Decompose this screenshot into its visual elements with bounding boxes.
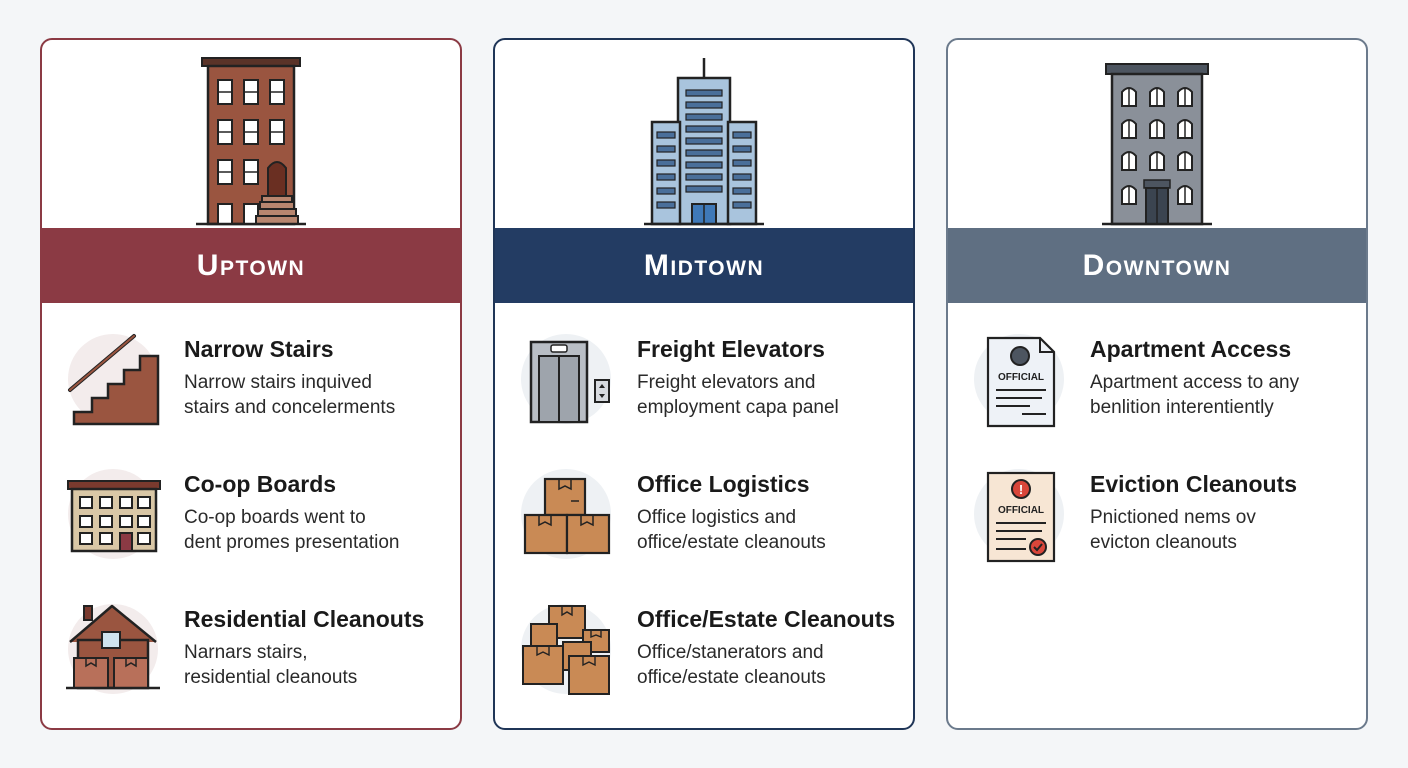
desc-line: benlition interentiently [1090, 397, 1274, 418]
item-description: Narnars stairs, residential cleanouts [184, 640, 454, 690]
apartment-building-icon [64, 467, 164, 567]
item-title: Narrow Stairs [184, 336, 334, 362]
official-label: OFFICIAL [998, 372, 1044, 383]
desc-line: Narrow stairs inquived [184, 372, 372, 393]
item-description: Office/stanerators and office/estate cle… [637, 640, 907, 690]
uptown-card: Uptown Narrow Stairs Narrow stairs inqui… [40, 38, 462, 730]
midtown-card: Midtown Freight Elevators Freight elevat… [493, 38, 915, 730]
desc-line: employment capa panel [637, 397, 839, 418]
item-title: Office/Estate Cleanouts [637, 606, 896, 632]
desc-line: Apartment access to any [1090, 372, 1300, 393]
uptown-title: Uptown [196, 248, 306, 282]
list-item: OFFICIAL Apartment Access Apartment acce… [948, 332, 1366, 442]
item-description: Co-op boards went to dent promes present… [184, 505, 454, 555]
desc-line: Office logistics and [637, 507, 797, 528]
freight-elevator-icon [517, 332, 617, 432]
item-title: Co-op Boards [184, 471, 337, 497]
midtown-building [495, 40, 913, 228]
item-description: Pnictioned nems ov evicton cleanouts [1090, 505, 1360, 555]
item-title: Freight Elevators [637, 336, 825, 362]
item-description: Apartment access to any benlition intere… [1090, 370, 1360, 420]
item-title: Apartment Access [1090, 336, 1292, 362]
uptown-banner: Uptown [42, 228, 460, 303]
stairs-icon [64, 332, 164, 432]
midtown-banner: Midtown [495, 228, 913, 303]
official-label: OFFICIAL [998, 505, 1044, 516]
desc-line: Pnictioned nems ov [1090, 507, 1256, 528]
midtown-title: Midtown [643, 248, 765, 282]
downtown-card: Downtown OFFICIAL Apartment Access Apart… [946, 38, 1368, 730]
skyscraper-icon [644, 58, 764, 226]
desc-line: office/estate cleanouts [637, 532, 826, 553]
desc-line: Freight elevators and [637, 372, 816, 393]
desc-line: Co-op boards went to [184, 507, 366, 528]
list-item: Office Logistics Office logistics and of… [495, 467, 913, 577]
list-item: Freight Elevators Freight elevators and … [495, 332, 913, 442]
item-title: Eviction Cleanouts [1090, 471, 1298, 497]
box-pile-icon [517, 602, 617, 702]
list-item: Co-op Boards Co-op boards went to dent p… [42, 467, 460, 577]
downtown-banner: Downtown [948, 228, 1366, 303]
official-document-icon: OFFICIAL [970, 332, 1070, 432]
desc-line: stairs and concelerments [184, 397, 396, 418]
gray-building-icon [1102, 63, 1212, 226]
stacked-boxes-icon [517, 467, 617, 567]
item-title: Office Logistics [637, 471, 810, 497]
list-item: ! OFFICIAL Eviction Cleanouts Pnictioned… [948, 467, 1366, 577]
desc-line: Narnars stairs, [184, 642, 308, 663]
item-description: Narrow stairs inquived stairs and concel… [184, 370, 454, 420]
item-description: Office logistics and office/estate clean… [637, 505, 907, 555]
list-item: Narrow Stairs Narrow stairs inquived sta… [42, 332, 460, 442]
eviction-notice-icon: ! OFFICIAL [970, 467, 1070, 567]
desc-line: Office/stanerators and [637, 642, 824, 663]
desc-line: dent promes presentation [184, 532, 400, 553]
desc-line: evicton cleanouts [1090, 532, 1237, 553]
house-boxes-icon [64, 602, 164, 702]
list-item: Residential Cleanouts Narnars stairs, re… [42, 602, 460, 712]
desc-line: residential cleanouts [184, 667, 358, 688]
svg-text:!: ! [1019, 482, 1023, 497]
brownstone-icon [196, 57, 306, 226]
item-description: Freight elevators and employment capa pa… [637, 370, 907, 420]
uptown-building [42, 40, 460, 228]
desc-line: office/estate cleanouts [637, 667, 826, 688]
downtown-title: Downtown [1082, 248, 1232, 282]
item-title: Residential Cleanouts [184, 606, 425, 632]
list-item: Office/Estate Cleanouts Office/stanerato… [495, 602, 913, 712]
downtown-building [948, 40, 1366, 228]
